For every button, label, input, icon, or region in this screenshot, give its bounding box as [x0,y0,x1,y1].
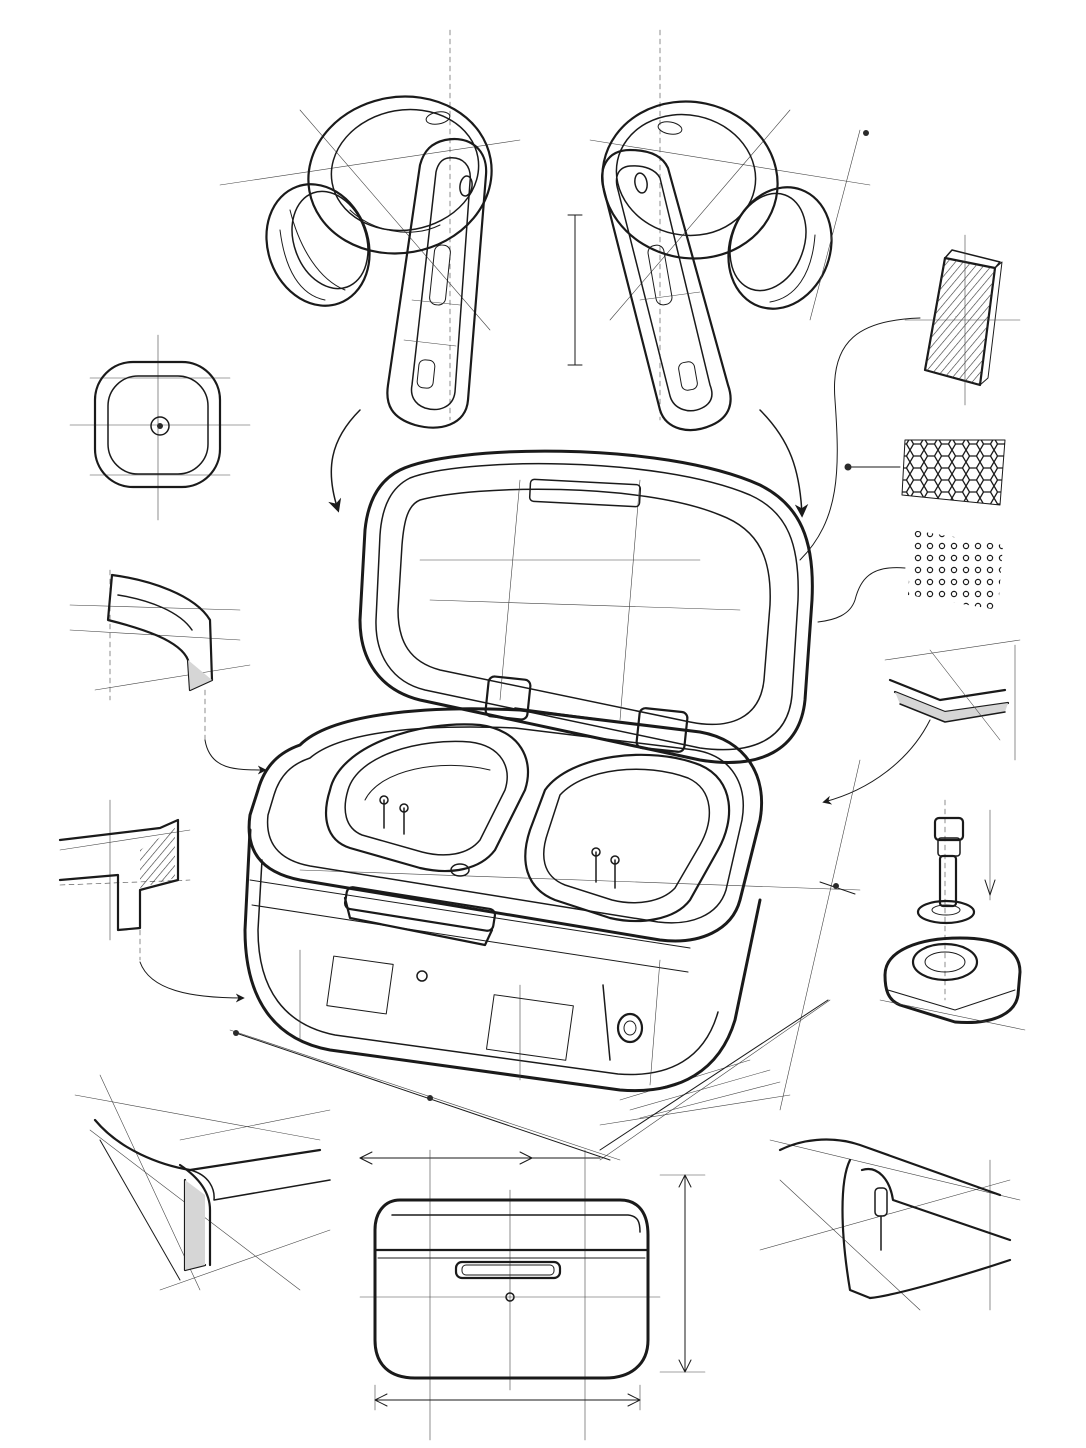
profile-curve-detail-sketch [69,569,251,741]
case-front-view-sketch [359,1149,706,1441]
charging-case-icon [229,449,861,1161]
step-edge-detail-sketch [58,799,191,961]
hex-mesh-icon [901,439,1006,506]
earbud-left-icon [219,29,521,429]
callout-dot-mesh [817,567,906,623]
earbud-right-icon [589,29,871,432]
dot-mesh-icon [908,530,1003,610]
arrow-edge-to-case [822,719,931,805]
callout-material-solid [799,317,921,561]
layered-edge-detail-sketch [884,639,1021,761]
material-swatch-solid [904,234,1021,406]
dimension-case-depth [233,881,856,1161]
arrow-profile-to-case [204,739,267,775]
corner-radius-detail-left-sketch [74,1074,331,1291]
corner-radius-detail-right-sketch [759,1138,1021,1311]
pogo-pin-icon [879,799,1026,1031]
arrow-right-bud-to-case [759,409,809,518]
button-detail-sketch [69,334,251,521]
arrow-left-bud-to-case [328,409,361,513]
dimension-earbud-height [567,129,869,366]
arrow-step-to-case [139,961,245,1003]
